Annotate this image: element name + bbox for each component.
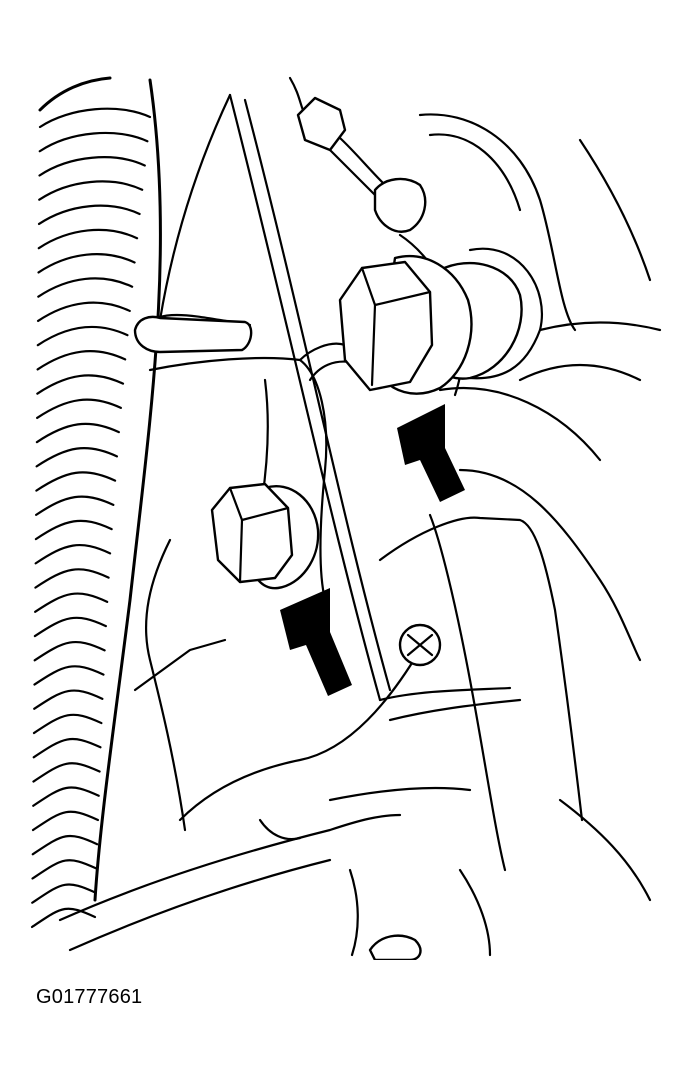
hose-rib: [31, 834, 99, 856]
hose-rib: [31, 883, 97, 904]
hose-rib: [31, 859, 98, 880]
hose-rib: [37, 253, 136, 274]
hose-rib: [34, 568, 110, 589]
mounting-bracket: [133, 313, 422, 832]
hose-rib: [31, 810, 100, 832]
upper-bolt: [338, 254, 523, 395]
hose-rib: [38, 107, 152, 129]
hose-rib: [35, 398, 123, 420]
hose-rib: [38, 156, 146, 177]
arrow-icon: [280, 588, 352, 696]
hose-rib: [33, 665, 105, 686]
hose-rib: [33, 689, 104, 710]
module-housing: [58, 513, 584, 960]
hose-rib: [33, 616, 108, 638]
hose-rib: [35, 471, 117, 492]
hose-rib: [37, 277, 134, 298]
hose-rib: [34, 592, 109, 613]
hose-rib: [36, 325, 129, 347]
arrow-icon: [397, 404, 465, 502]
hose-rib: [35, 447, 119, 468]
hose-rib: [36, 374, 125, 395]
technical-illustration: [30, 76, 662, 960]
hose-rib: [35, 495, 115, 516]
hose-rib: [34, 519, 113, 541]
hose-rib: [30, 907, 97, 929]
lower-bolt: [210, 482, 320, 590]
engine-body-lines: [158, 76, 662, 902]
hose-rib: [34, 543, 112, 565]
hose-rib: [36, 301, 131, 323]
hose-rib: [33, 641, 106, 662]
hose-rib: [37, 228, 139, 250]
hose-rib: [38, 180, 144, 201]
hose-rib: [37, 204, 141, 226]
figure-id-code: G01777661: [36, 986, 143, 1008]
hose-rib: [32, 738, 102, 759]
hose-rib: [38, 131, 149, 153]
screw-head: [398, 623, 442, 667]
hose-rib: [35, 422, 120, 444]
corrugated-hose: [30, 76, 162, 929]
hose-rib: [36, 350, 127, 371]
hose-rib: [32, 786, 100, 807]
hose-rib: [32, 762, 101, 783]
hose-rib: [32, 713, 103, 735]
